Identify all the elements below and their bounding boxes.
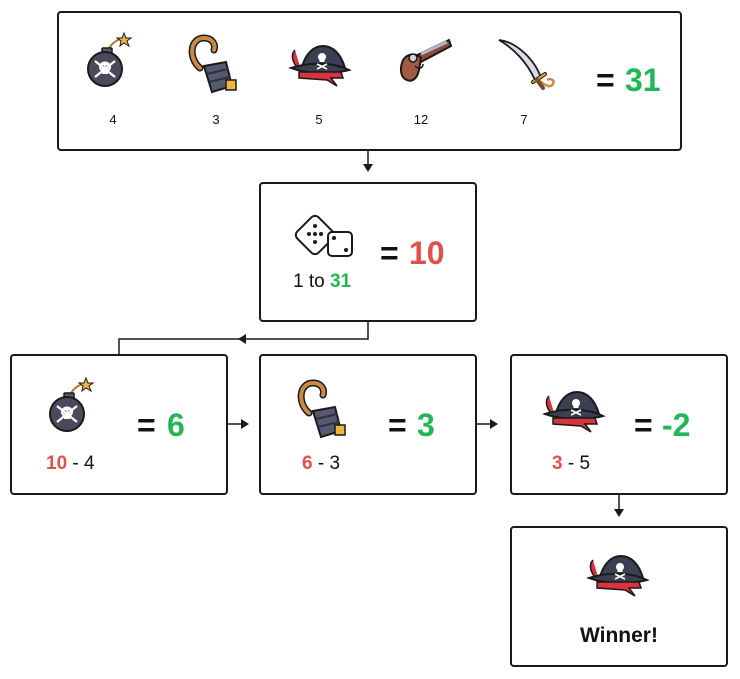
minus-sign: -: [312, 453, 330, 474]
step-expression-bomb: 10 - 4: [46, 453, 95, 475]
bomb-icon: [86, 31, 133, 88]
winner-label: Winner!: [580, 624, 658, 647]
step-result: 3: [417, 407, 435, 443]
roll-value: 10: [409, 235, 445, 271]
roll-range-to: 31: [329, 271, 352, 292]
total-equals: =: [596, 62, 615, 98]
step-box-bomb: [10, 354, 228, 495]
pirate-hat-icon: [290, 45, 350, 87]
arrow-right-1: [241, 419, 249, 429]
step-equals: =: [634, 407, 653, 443]
step-expression-hat: 3 - 5: [552, 453, 590, 475]
arrow-down-2: [614, 509, 624, 517]
dice-icon: [292, 212, 353, 258]
step-input: 10: [46, 453, 68, 474]
step-box-hat: [510, 354, 728, 495]
step-weight: 4: [84, 453, 95, 474]
sword-icon: [497, 38, 556, 90]
step-result: -2: [662, 407, 691, 443]
hook-icon: [186, 36, 244, 96]
minus-sign: -: [67, 453, 85, 474]
arrow-right-2: [490, 419, 498, 429]
hook-icon: [295, 381, 353, 441]
step-weight: 5: [579, 453, 591, 474]
step-expression-hook: 6 - 3: [302, 453, 340, 475]
pirate-hat-icon: [544, 391, 604, 433]
weight-label-bomb: 4: [109, 112, 117, 127]
minus-sign: -: [562, 453, 580, 474]
arrow-left: [238, 334, 246, 344]
pistol-icon: [399, 38, 453, 83]
step-equals: =: [137, 407, 156, 443]
step-input: 6: [302, 453, 313, 474]
weights-box: [57, 11, 682, 151]
step-box-hook: [259, 354, 477, 495]
weight-label-pistol: 12: [413, 112, 429, 127]
step-equals: =: [388, 407, 407, 443]
weight-label-hat: 5: [315, 112, 323, 127]
roll-box: [259, 182, 477, 322]
roll-range-from: 1 to: [293, 271, 325, 292]
roll-range: 1 to 31: [293, 271, 351, 293]
weight-label-hook: 3: [212, 112, 220, 127]
weight-label-sword: 7: [520, 112, 528, 127]
arrow-down-1: [363, 164, 373, 172]
bomb-icon: [48, 376, 95, 433]
step-result: 6: [167, 407, 185, 443]
total-value: 31: [625, 62, 661, 98]
step-weight: 3: [329, 453, 341, 474]
roll-equals: =: [380, 235, 399, 271]
step-input: 3: [552, 453, 563, 474]
pirate-hat-icon: [588, 555, 648, 597]
winner-box: [510, 526, 728, 667]
